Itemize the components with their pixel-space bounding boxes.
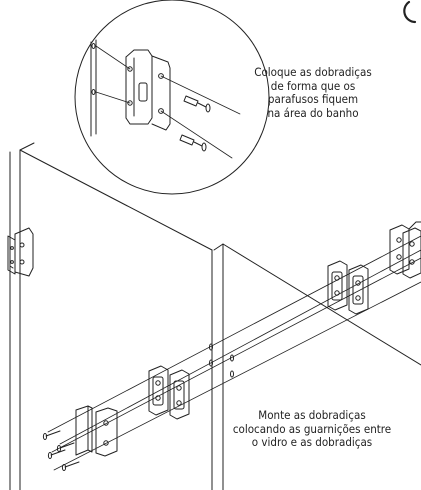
screws-left [42, 430, 80, 471]
hinge-block-4 [348, 264, 369, 315]
hinge-block-2 [169, 369, 190, 420]
hinge-block-3 [327, 260, 348, 311]
detail-instruction-text: Coloque as dobradiças de forma que os pa… [254, 65, 372, 120]
hinge-block-1 [148, 365, 169, 416]
gasket-plate-1 [75, 405, 93, 456]
detail-circle [74, 0, 270, 195]
hinge-assembly-far-right [389, 221, 421, 279]
hinge-plate-1 [95, 407, 118, 457]
glass-panel-left [9, 142, 213, 490]
assembly-axis-lines [47, 235, 421, 471]
step-number-circle [403, 0, 417, 24]
glass-holes [209, 343, 234, 378]
assembly-instruction-text: Monte as dobradiças colocando as guarniç… [232, 408, 392, 449]
edge-hinge [7, 227, 34, 277]
glass-panel-right [213, 243, 421, 490]
